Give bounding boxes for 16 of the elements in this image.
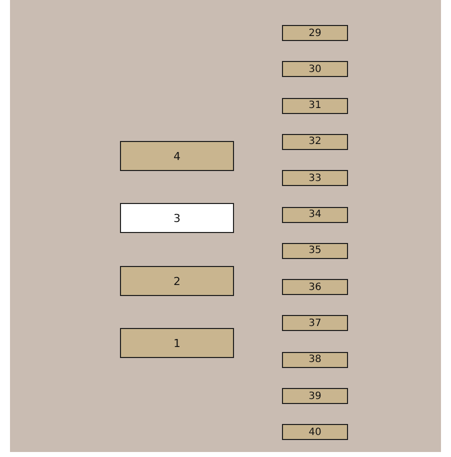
fuse-slot: 36 xyxy=(282,279,348,296)
fuse-slot: 32 xyxy=(282,134,348,150)
fuse-slot: 31 xyxy=(282,98,348,114)
fuse-slot: 2 xyxy=(120,266,234,296)
fuse-slot: 1 xyxy=(120,328,234,358)
fuse-slot: 39 xyxy=(282,388,348,404)
fuse-slot: 4 xyxy=(120,141,234,171)
fuse-slot: 35 xyxy=(282,242,348,259)
fuse-slot: 37 xyxy=(282,315,348,332)
fuse-slot: 33 xyxy=(282,170,348,186)
fuse-slot: 30 xyxy=(282,61,348,78)
fuse-slot: 29 xyxy=(282,25,348,41)
fuse-slot: 34 xyxy=(282,206,348,222)
fuse-slot: 38 xyxy=(282,352,348,368)
fuse-slot: 3 xyxy=(120,203,234,233)
fuse-slot: 40 xyxy=(282,424,348,440)
